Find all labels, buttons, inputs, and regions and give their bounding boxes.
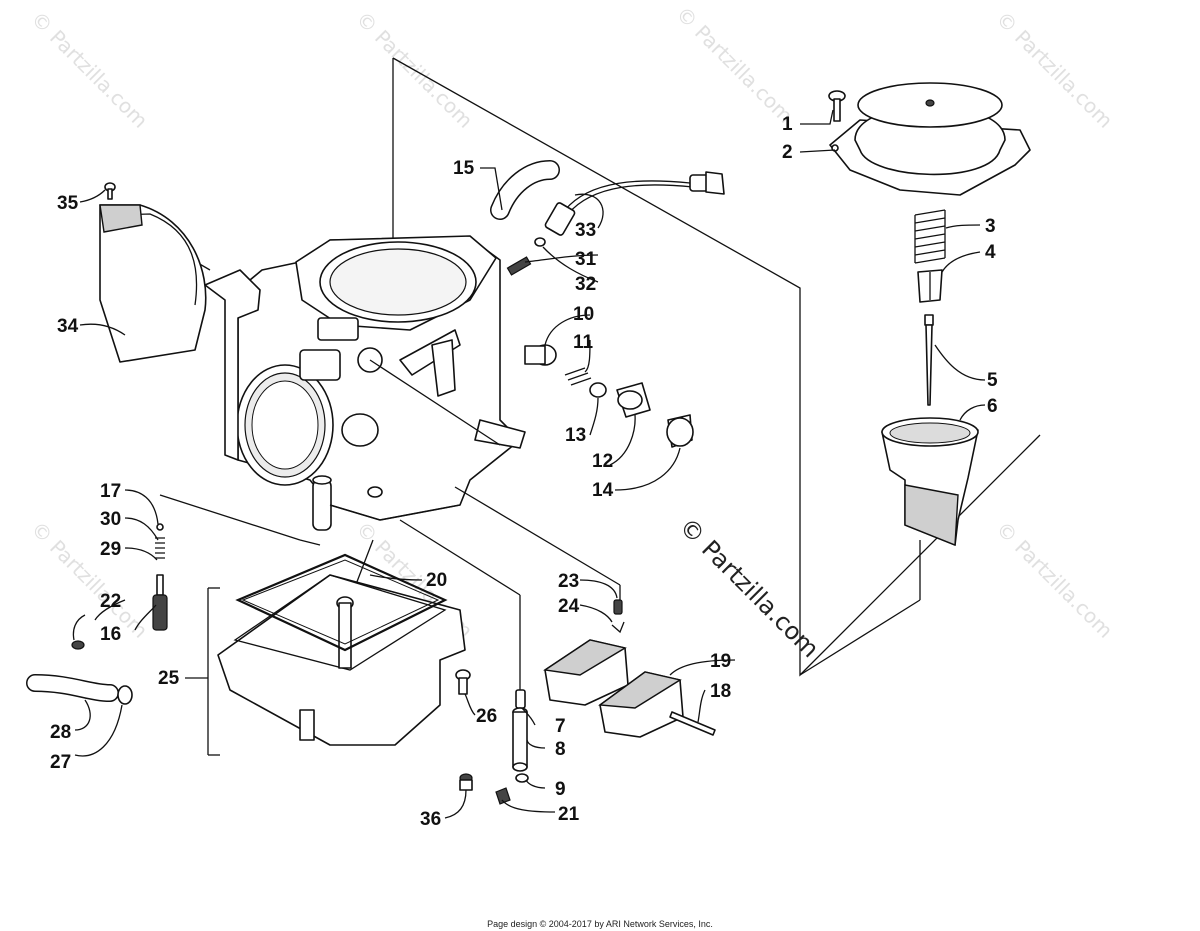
- cap-14: [666, 414, 694, 448]
- jet-needle-5: [924, 314, 934, 406]
- throttle-slide-6: [881, 417, 979, 547]
- callout-label: 27: [50, 752, 71, 773]
- plug-36: [459, 773, 473, 791]
- callout-label: 7: [555, 716, 566, 737]
- needle-holder-4: [917, 269, 943, 303]
- callout-label: 1: [782, 114, 793, 135]
- screw-32: [506, 256, 532, 276]
- screw-35: [104, 182, 116, 200]
- page-footer: Page design © 2004-2017 by ARI Network S…: [487, 919, 713, 929]
- callout-label: 4: [985, 242, 996, 263]
- callout-label: 6: [987, 396, 998, 417]
- sensor-cable-33: [544, 171, 725, 236]
- callout-label: 30: [100, 509, 121, 530]
- callout-label: 29: [100, 539, 121, 560]
- callout-label: 33: [575, 220, 596, 241]
- o-ring-31: [534, 237, 546, 247]
- callout-label: 25: [158, 668, 180, 689]
- main-jet-21: [495, 787, 511, 805]
- callout-label: 12: [592, 451, 613, 472]
- callout-label: 5: [987, 370, 998, 391]
- drain-hose-28: [26, 674, 119, 702]
- callout-label: 28: [50, 722, 71, 743]
- spring-11: [564, 367, 592, 386]
- watermark: © Partzilla.com: [26, 7, 152, 133]
- callout-label: 11: [573, 332, 594, 353]
- washer-9: [515, 773, 529, 783]
- callout-label: 16: [100, 624, 121, 645]
- callout-label: 19: [710, 651, 731, 672]
- float-pin-18: [669, 711, 716, 736]
- screw-26: [455, 669, 471, 695]
- callout-label: 32: [575, 274, 596, 295]
- screw-22: [71, 640, 85, 650]
- screw-1: [828, 90, 846, 122]
- callout-label: 17: [100, 481, 121, 502]
- callout-label: 13: [565, 425, 586, 446]
- gasket-20: [235, 553, 448, 652]
- float-bowl-25: [217, 574, 466, 746]
- clamp-27: [117, 685, 133, 705]
- callout-label: 18: [710, 681, 731, 702]
- watermark: © Partzilla.com: [991, 7, 1117, 133]
- leader-lines: [114, 214, 921, 700]
- callout-label: 23: [558, 571, 579, 592]
- needle-jet-holder-8: [512, 707, 528, 772]
- nut-12: [616, 382, 651, 418]
- callout-label: 15: [453, 158, 475, 179]
- feature-watermark: © Partzilla.com: [674, 512, 825, 663]
- callout-label: 8: [555, 739, 566, 760]
- callout-label: 14: [592, 480, 614, 501]
- callout-label: 36: [420, 809, 441, 830]
- vent-hose-15: [490, 160, 560, 220]
- callout-label: 3: [985, 216, 996, 237]
- side-cover-34: [99, 204, 207, 363]
- watermark: © Partzilla.com: [991, 517, 1117, 643]
- float-needle-23: [613, 599, 623, 615]
- spring-3: [914, 209, 946, 264]
- o-ring-13: [589, 382, 607, 398]
- carburetor-body: [204, 235, 526, 531]
- callout-label: 20: [426, 570, 447, 591]
- pilot-screw-16: [152, 523, 168, 631]
- callout-label: 9: [555, 779, 566, 800]
- callout-label: 31: [575, 249, 597, 270]
- callout-label: 10: [573, 304, 594, 325]
- callout-label: 2: [782, 142, 793, 163]
- callout-label: 34: [57, 316, 79, 337]
- callout-label: 24: [558, 596, 580, 617]
- callout-label: 35: [57, 193, 79, 214]
- watermark: © Partzilla.com: [671, 2, 797, 128]
- callout-label: 21: [558, 804, 580, 825]
- plunger-10: [524, 344, 557, 366]
- callout-label: 26: [476, 706, 497, 727]
- top-cover: [829, 82, 1031, 196]
- callout-label: 22: [100, 591, 121, 612]
- clip-24: [611, 621, 625, 634]
- float-19: [543, 639, 684, 738]
- watermark: © Partzilla.com: [26, 517, 152, 643]
- callout-layer: 1 2 3 4 5 6 7 8 9 10 11 12 13 14 15 16 1…: [50, 109, 998, 830]
- needle-jet-7: [515, 689, 526, 709]
